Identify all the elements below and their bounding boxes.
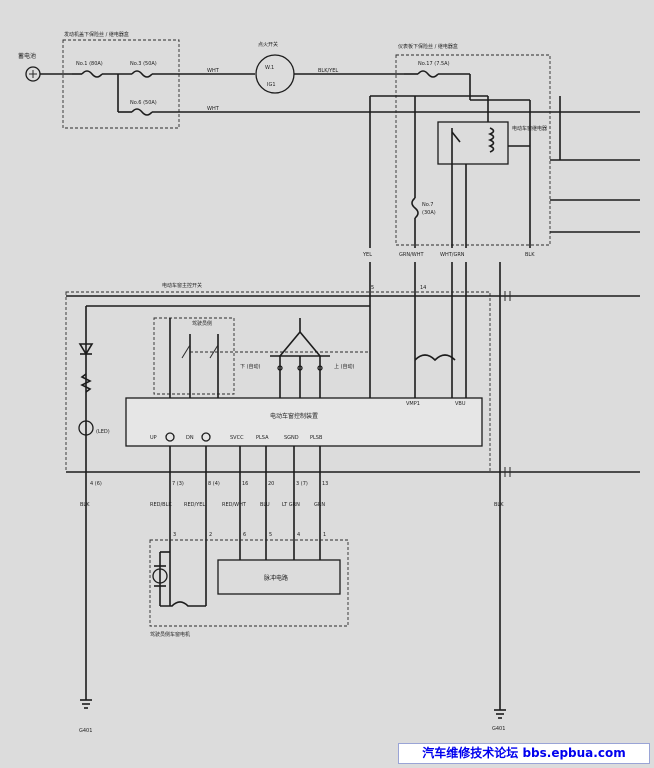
wire-grnwht-label: GRN/WHT	[399, 252, 424, 258]
wire-redyel-label: RED/YEL	[184, 502, 205, 508]
watermark-banner: 汽车维修技术论坛 bbs.epbua.com	[398, 743, 650, 764]
fuse-no1-symbol	[81, 70, 103, 78]
control-unit	[125, 397, 483, 447]
ground-left: G401	[79, 699, 92, 734]
wire-redwht-label: RED/WHT	[222, 502, 247, 508]
fuse-no6-label: No.6 (50A)	[130, 100, 157, 106]
motor-pin-5: 5	[269, 532, 272, 538]
pin-16-label: 16	[242, 481, 248, 487]
battery-label: 蓄电池	[18, 52, 36, 60]
plsa-label: PLSA	[256, 435, 269, 441]
motor-pin-6: 6	[243, 532, 246, 538]
motor-pin-1: 1	[323, 532, 326, 538]
ignition-switch-label: 点火开关	[258, 41, 278, 48]
pin-13-label: 13	[322, 481, 328, 487]
wire-blk-right-label: BLK	[494, 502, 504, 508]
wire-blk-left-label: BLK	[80, 502, 90, 508]
pin-8-4-label: 8 (4)	[208, 481, 220, 487]
ground-right: G401	[492, 709, 506, 732]
underhood-fusebox-label: 发动机盖下保险丝 / 继电器盒	[64, 31, 129, 38]
pin-14-label: 14	[420, 285, 426, 291]
ign-w1-label: W.1	[265, 65, 274, 71]
auto-down-label: 下 (自动)	[240, 363, 261, 370]
dn-label: DN	[186, 435, 194, 441]
auto-up-label: 上 (自动)	[334, 363, 355, 370]
up-label: UP	[150, 435, 157, 441]
wire-yel-label: YEL	[362, 252, 372, 258]
plsb-label: PLSB	[310, 435, 323, 441]
wire-whtgrn-label: WHT/GRN	[440, 252, 465, 258]
motor-pin-4: 4	[297, 532, 300, 538]
motor-label: 驾驶员侧车窗电机	[150, 631, 190, 638]
pin-20-label: 20	[268, 481, 274, 487]
dash-fusebox: 仪表板下保险丝 / 继电器盒 No.17 (7.5A) No.7 (30A) 电…	[370, 43, 551, 248]
led-ref-label: (LED)	[96, 429, 110, 435]
fuse-no7-symbol	[411, 197, 419, 219]
fuse-no3-label: No.3 (50A)	[130, 61, 157, 67]
rocker-switch: 下 (自动) 上 (自动)	[240, 318, 355, 398]
pin-7-3-label: 7 (3)	[172, 481, 184, 487]
wire-grn-label: GRN	[314, 502, 325, 508]
wire-ltgrn-label: LT GRN	[282, 502, 300, 508]
sub-switch-label: 驾驶员侧	[192, 320, 212, 327]
master-switch-label: 电动车窗主控开关	[162, 282, 202, 289]
fuse-no1-label: No.1 (80A)	[76, 61, 103, 67]
vmp1-label: VMP1	[406, 401, 420, 407]
motor-pin-3: 3	[173, 532, 176, 538]
motor-symbol	[152, 568, 168, 584]
battery: 蓄电池	[18, 52, 41, 82]
vbu-label: VBU	[455, 401, 466, 407]
sgnd-label: SGND	[284, 435, 299, 441]
wire-blu-label: BLU	[260, 502, 270, 508]
ignition-switch: 点火开关 W.1 IG1	[255, 41, 295, 94]
ground-right-label: G401	[492, 726, 505, 732]
motor-assembly: 3 2 6 5 4 1 脉冲电路 驾驶员侧车窗电机	[149, 532, 349, 638]
ign-ig1-label: IG1	[267, 82, 276, 88]
relay-coil-symbol	[487, 127, 495, 153]
dash-fusebox-label: 仪表板下保险丝 / 继电器盒	[398, 43, 458, 50]
fuse-no17-symbol	[417, 70, 439, 78]
fuse-no7-label: No.7	[422, 202, 433, 208]
relay-label: 电动车窗继电器	[512, 125, 547, 132]
pin-3-7-label: 3 (7)	[296, 481, 308, 487]
fuse-no7-rating: (30A)	[422, 210, 436, 216]
ground-left-label: G401	[79, 728, 92, 734]
wire-redblk-label: RED/BLK	[150, 502, 172, 508]
pulser-box	[217, 559, 341, 595]
relay-frame	[437, 121, 509, 165]
fuse-no3-symbol	[131, 70, 153, 78]
svcc-label: SVCC	[230, 435, 244, 441]
wire-wht-2-label: WHT	[207, 106, 220, 112]
pin-4-6-label: 4 (6)	[90, 481, 102, 487]
fuse-no6-symbol	[131, 108, 153, 116]
led-symbol	[78, 420, 94, 436]
motor-pin-2: 2	[209, 532, 212, 538]
pulser-label: 脉冲电路	[264, 574, 288, 582]
wire-blkyel-label: BLK/YEL	[318, 68, 338, 74]
fuse-no17-label: No.17 (7.5A)	[418, 61, 450, 67]
vmp-contact	[414, 354, 456, 362]
pin-5-label: 5	[371, 285, 374, 291]
wire-wht-1-label: WHT	[207, 68, 220, 74]
diode-symbol	[78, 343, 94, 356]
underhood-fusebox: 发动机盖下保险丝 / 继电器盒 No.1 (80A) No.3 (50A) No…	[62, 31, 180, 129]
control-unit-label: 电动车窗控制装置	[270, 412, 318, 420]
resistor-symbol	[80, 373, 92, 393]
wire-blk-top-label: BLK	[525, 252, 535, 258]
master-switch: 电动车窗主控开关 5 14 (LED) 驾驶员侧 下 (自动) 上 (	[65, 282, 491, 700]
